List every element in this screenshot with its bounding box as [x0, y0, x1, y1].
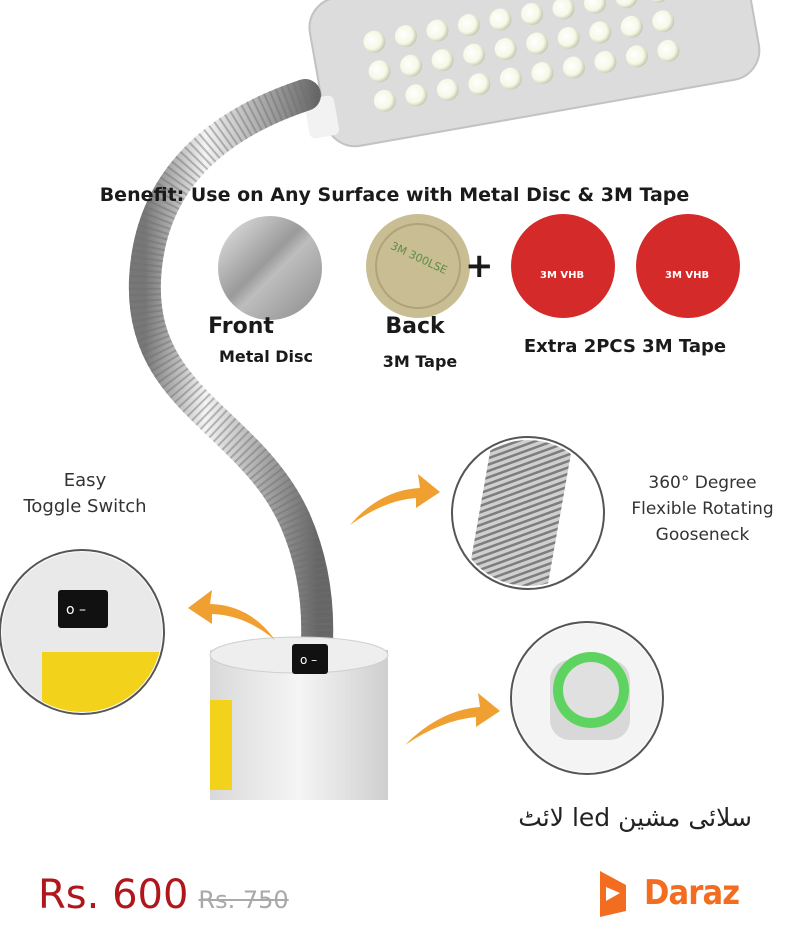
toggle-switch-label: Easy Toggle Switch	[23, 470, 147, 517]
red-tape-2: 3M VHB	[636, 214, 740, 318]
red-tape-1: 3M VHB	[511, 214, 615, 318]
svg-text:o –: o –	[300, 653, 317, 667]
daraz-logo-text: Daraz	[644, 873, 740, 913]
original-price: Rs. 750	[198, 886, 289, 914]
daraz-logo[interactable]: Daraz	[596, 865, 750, 921]
plus-sign: +	[465, 246, 494, 286]
lamp-base: o –	[209, 636, 389, 800]
svg-text:3M VHB: 3M VHB	[665, 270, 709, 281]
arrow-left	[188, 590, 275, 640]
gooseneck-label: 360° Degree Flexible Rotating Gooseneck	[631, 473, 774, 545]
coil-detail	[451, 436, 605, 590]
back-subtitle: 3M Tape	[382, 352, 458, 371]
svg-text:o –: o –	[66, 602, 86, 618]
lamp-head	[304, 0, 761, 148]
svg-text:3M VHB: 3M VHB	[540, 270, 584, 281]
extra-tape-label: Extra 2PCS 3M Tape	[523, 336, 727, 357]
back-title: Back	[385, 314, 445, 339]
product-illustration: o – 3M 300LSE 3M VHB 3M VHB o –	[0, 0, 761, 800]
back-tape: 3M 300LSE	[366, 214, 470, 318]
front-title: Front	[208, 314, 274, 339]
current-price: Rs. 600	[38, 872, 189, 918]
switch-detail: o –	[0, 549, 165, 715]
front-subtitle: Metal Disc	[218, 347, 314, 366]
metal-disc	[218, 216, 322, 320]
gooseneck	[128, 79, 334, 776]
daraz-logo-icon	[600, 871, 626, 917]
arrow-right-upper	[350, 474, 440, 525]
benefit-title: Benefit: Use on Any Surface with Metal D…	[99, 184, 690, 206]
magnet-detail	[510, 621, 664, 775]
price-row: Rs. 600 Rs. 750	[38, 872, 289, 918]
arrow-right-lower	[405, 693, 500, 745]
product-name[interactable]: سلائی مشین led لائٹ	[518, 803, 752, 832]
